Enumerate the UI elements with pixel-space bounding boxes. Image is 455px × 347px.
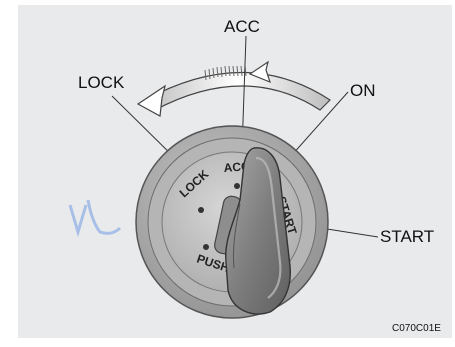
label-start: START: [380, 227, 434, 246]
figure-code: C070C01E: [392, 323, 441, 334]
label-lock: LOCK: [78, 73, 125, 92]
label-on: ON: [350, 81, 376, 100]
label-acc: ACC: [224, 17, 260, 36]
